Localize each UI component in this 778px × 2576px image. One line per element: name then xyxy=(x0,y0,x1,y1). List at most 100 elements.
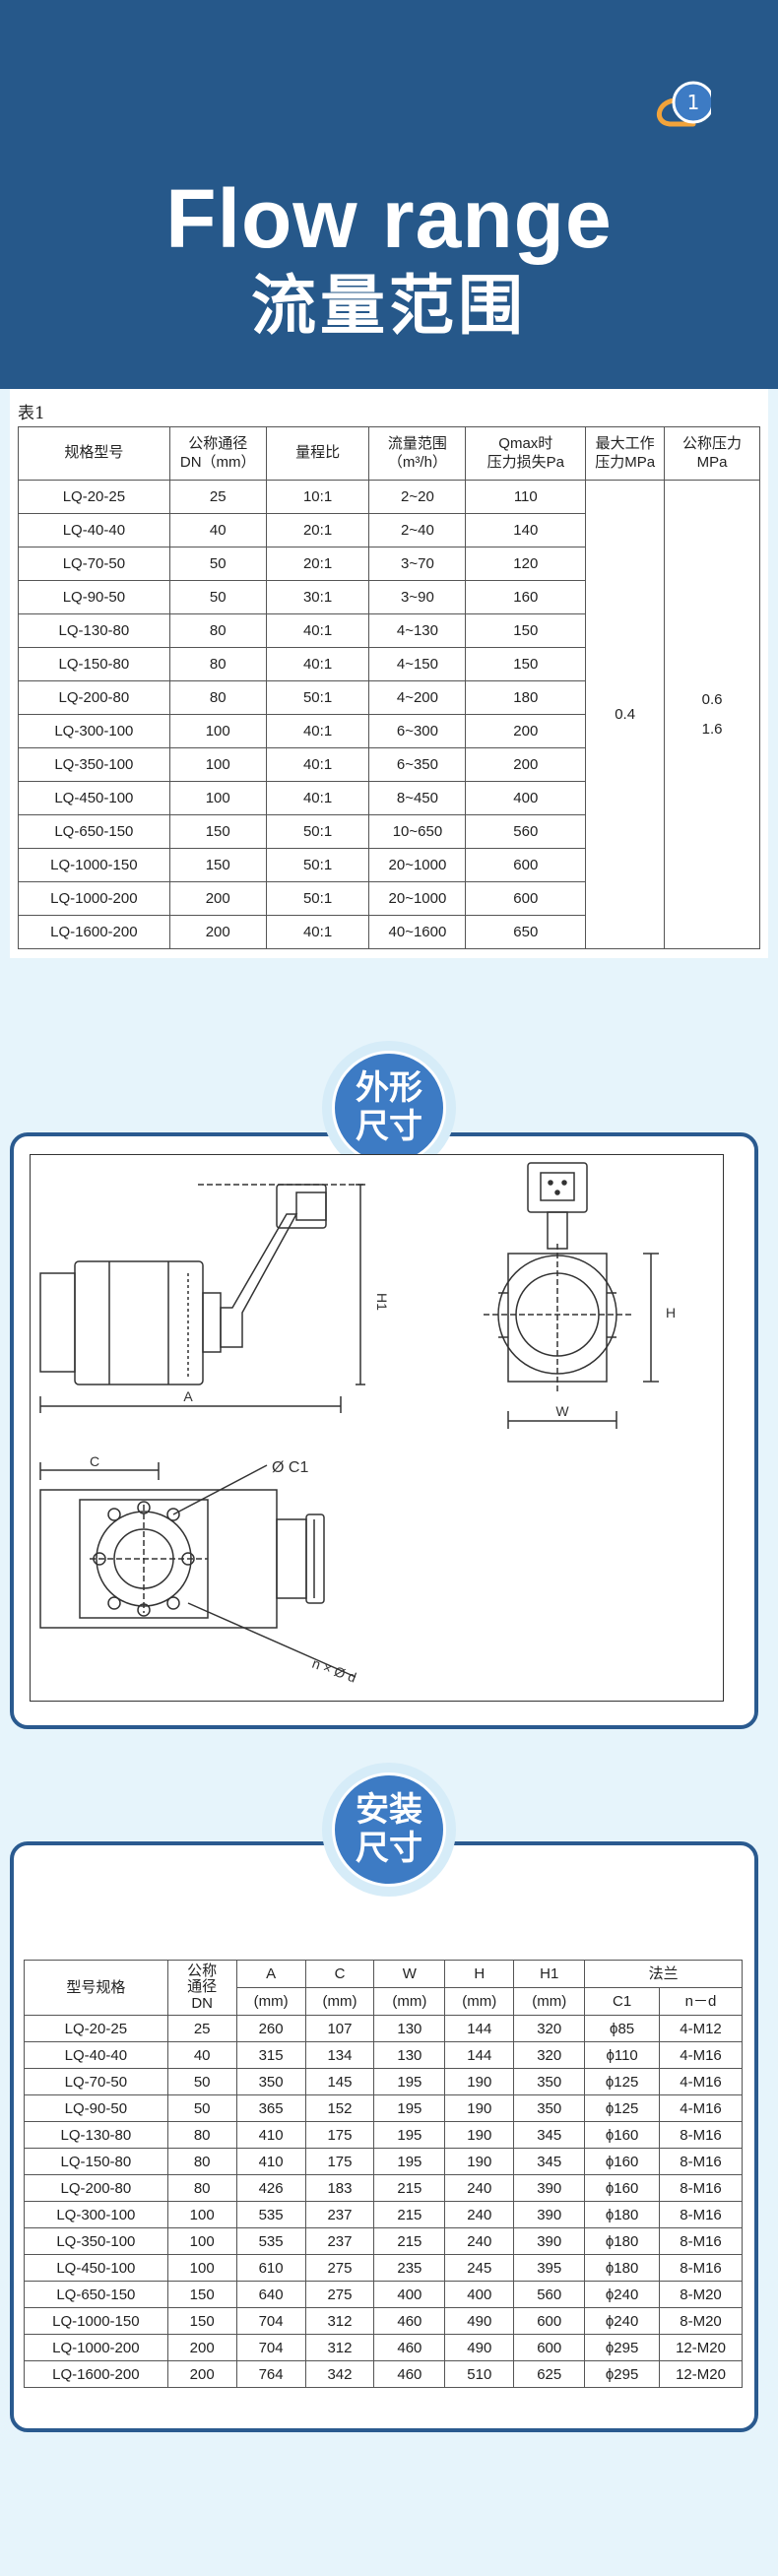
table2-cell: 130 xyxy=(373,2041,446,2069)
table1-cell: 120 xyxy=(465,547,587,581)
table1-cell: 100 xyxy=(168,747,267,782)
table1-cell: 200 xyxy=(465,747,587,782)
header2-unit-h: (mm) xyxy=(444,1987,515,2016)
dim-label-nd: n × Ø d xyxy=(310,1655,358,1686)
table1-cell: LQ-1000-150 xyxy=(18,848,170,882)
table2-cell: 190 xyxy=(444,2068,515,2095)
flow-range-table: 规格型号 公称通径 DN（mm） 量程比 流量范围 （m³/h） Qmax时 压… xyxy=(18,426,760,949)
table2-cell: 320 xyxy=(513,2041,586,2069)
table2-cell: LQ-1000-150 xyxy=(24,2307,168,2335)
table2-cell: 144 xyxy=(444,2041,515,2069)
table2-cell: 4-M16 xyxy=(659,2068,743,2095)
table2-cell: 40 xyxy=(166,2041,237,2069)
table2-cell: 410 xyxy=(235,2148,306,2175)
table2-cell: LQ-1000-200 xyxy=(24,2334,168,2361)
table2-cell: 640 xyxy=(235,2281,306,2308)
table2-cell: 400 xyxy=(444,2281,515,2308)
table2-cell: 200 xyxy=(166,2334,237,2361)
table1-cell: 40 xyxy=(168,513,267,547)
table2-cell: 183 xyxy=(304,2174,375,2202)
header-range-ratio: 量程比 xyxy=(265,426,370,481)
table1-cell: LQ-450-100 xyxy=(18,781,170,815)
table2-cell: 600 xyxy=(513,2307,586,2335)
table1-cell: 50:1 xyxy=(265,848,370,882)
table1-cell: 10~650 xyxy=(368,814,467,849)
table1-cell: 100 xyxy=(168,714,267,748)
table2-cell: 275 xyxy=(304,2254,375,2282)
header-flow-range: 流量范围 （m³/h） xyxy=(368,426,467,481)
table1-cell: LQ-300-100 xyxy=(18,714,170,748)
table2-cell: ϕ125 xyxy=(584,2094,661,2122)
table2-cell: 490 xyxy=(444,2334,515,2361)
table2-cell: ϕ180 xyxy=(584,2227,661,2255)
table1-cell: LQ-200-80 xyxy=(18,680,170,715)
table2-cell: 390 xyxy=(513,2201,586,2228)
table2-cell: 8-M16 xyxy=(659,2148,743,2175)
nominal-pressure-value-1: 0.6 xyxy=(701,690,723,708)
table1-cell: 8~450 xyxy=(368,781,467,815)
table2-cell: 130 xyxy=(373,2015,446,2042)
table2-cell: ϕ160 xyxy=(584,2148,661,2175)
table2-cell: 190 xyxy=(444,2121,515,2149)
number-badge-icon: 1 xyxy=(657,81,711,127)
title-english: Flow range xyxy=(165,172,613,265)
header-max-pressure: 最大工作 压力MPa xyxy=(585,426,666,481)
table2-cell: 345 xyxy=(513,2148,586,2175)
dim-label-h1: H1 xyxy=(374,1293,390,1311)
header2-h1: H1 xyxy=(513,1960,586,1988)
table2-cell: 235 xyxy=(373,2254,446,2282)
table1-cell: 40~1600 xyxy=(368,915,467,949)
table2-cell: 390 xyxy=(513,2174,586,2202)
header2-unit-c: (mm) xyxy=(304,1987,375,2016)
table2-cell: LQ-300-100 xyxy=(24,2201,168,2228)
table2-cell: 260 xyxy=(235,2015,306,2042)
header2-flange: 法兰 xyxy=(584,1960,743,1988)
table2-cell: 460 xyxy=(373,2360,446,2388)
dim-label-h: H xyxy=(666,1305,676,1320)
table2-cell: 134 xyxy=(304,2041,375,2069)
table2-cell: 345 xyxy=(513,2121,586,2149)
table1-cell: 30:1 xyxy=(265,580,370,614)
header-model: 规格型号 xyxy=(18,426,170,481)
table2-cell: ϕ160 xyxy=(584,2174,661,2202)
table2-cell: 8-M16 xyxy=(659,2227,743,2255)
table1-cell: 200 xyxy=(168,915,267,949)
table2-cell: LQ-70-50 xyxy=(24,2068,168,2095)
table2-cell: 195 xyxy=(373,2094,446,2122)
table1-cell: 3~70 xyxy=(368,547,467,581)
header2-dn: 公称 通径 DN xyxy=(166,1960,237,2016)
table2-cell: ϕ85 xyxy=(584,2015,661,2042)
table2-cell: 12-M20 xyxy=(659,2360,743,2388)
table2-cell: 4-M16 xyxy=(659,2041,743,2069)
table2-cell: ϕ240 xyxy=(584,2281,661,2308)
max-working-pressure-cell: 0.4 xyxy=(585,480,666,949)
table2-cell: 350 xyxy=(513,2068,586,2095)
table2-cell: ϕ180 xyxy=(584,2201,661,2228)
table1-cell: LQ-20-25 xyxy=(18,480,170,514)
header-band: 1 Flow range 流量范围 xyxy=(0,0,778,389)
header2-unit-w: (mm) xyxy=(373,1987,446,2016)
table1-cell: 50 xyxy=(168,580,267,614)
table1-cell: 200 xyxy=(465,714,587,748)
table2-cell: LQ-200-80 xyxy=(24,2174,168,2202)
table2-cell: 195 xyxy=(373,2068,446,2095)
top-view xyxy=(39,1462,357,1678)
badge-number: 1 xyxy=(687,91,700,114)
table2-cell: ϕ295 xyxy=(584,2334,661,2361)
table2-cell: 320 xyxy=(513,2015,586,2042)
table1-cell: 50:1 xyxy=(265,680,370,715)
table2-cell: ϕ180 xyxy=(584,2254,661,2282)
table1-cell: 20:1 xyxy=(265,513,370,547)
header-nominal-pressure: 公称压力 MPa xyxy=(664,426,760,481)
table2-cell: 12-M20 xyxy=(659,2334,743,2361)
table2-cell: ϕ295 xyxy=(584,2360,661,2388)
section-dimensions-line1: 外形 xyxy=(356,1067,422,1108)
section-dimensions-line2: 尺寸 xyxy=(356,1107,422,1146)
